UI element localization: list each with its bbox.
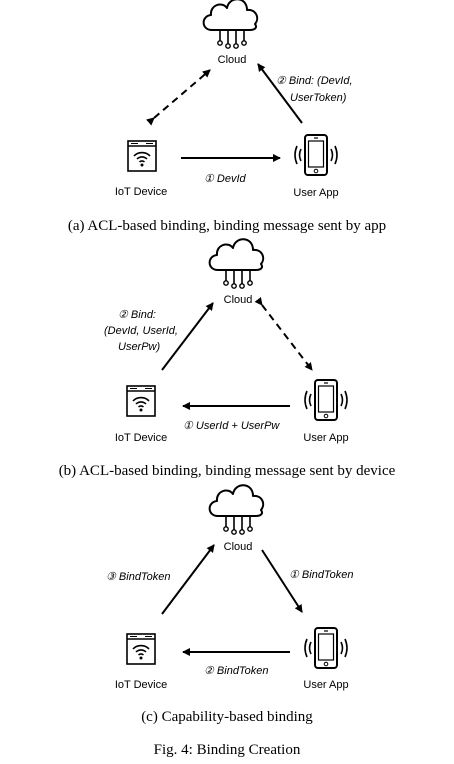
dashed-link-device-cloud xyxy=(146,69,211,126)
cloud-icon xyxy=(208,238,265,290)
arrow-device-to-cloud xyxy=(161,544,215,615)
cloud-icon xyxy=(208,484,265,536)
panel-c: Cloud IoT Device User App ③ BindToken ① … xyxy=(106,484,354,725)
iot-device-label: IoT Device xyxy=(115,432,167,444)
arrow-cloud-to-app xyxy=(261,549,303,613)
caption-c: (c) Capability-based binding xyxy=(141,709,313,725)
phone-icon xyxy=(294,134,338,176)
msg-devid: ① DevId xyxy=(204,173,247,185)
user-app-label: User App xyxy=(303,679,348,691)
iot-device-icon xyxy=(126,385,156,417)
phone-icon xyxy=(304,627,348,669)
msg-userid-userpw: ① UserId + UserPw xyxy=(183,420,280,432)
msg-bind-device-cloud-line1: ② Bind: xyxy=(118,309,156,321)
cloud-label: Cloud xyxy=(218,54,247,66)
arrow-device-to-cloud xyxy=(161,302,214,371)
dashed-link-cloud-app xyxy=(254,297,313,371)
figure-caption: Fig. 4: Binding Creation xyxy=(154,742,301,758)
panel-b: Cloud IoT Device User App ② Bind: (DevId… xyxy=(59,238,396,479)
iot-device-icon xyxy=(126,633,156,665)
msg-bindtoken-cloud-app: ① BindToken xyxy=(289,569,354,581)
caption-b: (b) ACL-based binding, binding message s… xyxy=(59,463,396,479)
panel-a: Cloud IoT Device User App ② Bind: (DevId… xyxy=(68,0,386,234)
msg-bindtoken-app-device: ② BindToken xyxy=(204,665,269,677)
user-app-label: User App xyxy=(293,187,338,199)
iot-device-label: IoT Device xyxy=(115,679,167,691)
cloud-label: Cloud xyxy=(224,541,253,553)
iot-device-label: IoT Device xyxy=(115,186,167,198)
msg-bindtoken-device-cloud: ③ BindToken xyxy=(106,571,171,583)
msg-bind-app-cloud-line2: UserToken) xyxy=(290,92,347,104)
msg-bind-device-cloud-line2: (DevId, UserId, xyxy=(104,325,178,337)
msg-bind-app-cloud-line1: ② Bind: (DevId, xyxy=(276,75,353,87)
caption-a: (a) ACL-based binding, binding message s… xyxy=(68,218,386,234)
phone-icon xyxy=(304,379,348,421)
cloud-label: Cloud xyxy=(224,294,253,306)
cloud-icon xyxy=(202,0,259,50)
arrow-app-to-cloud xyxy=(257,63,303,124)
msg-bind-device-cloud-line3: UserPw) xyxy=(118,341,161,353)
iot-device-icon xyxy=(127,140,157,172)
user-app-label: User App xyxy=(303,432,348,444)
